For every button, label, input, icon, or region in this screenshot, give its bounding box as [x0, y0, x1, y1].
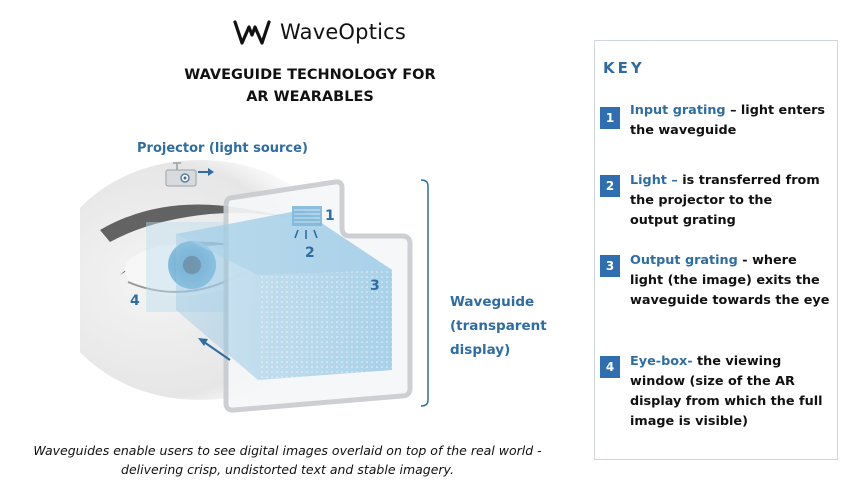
waveguide-label-line-1: Waveguide	[450, 294, 535, 310]
waveguide-label-line-3: display)	[450, 342, 511, 358]
key-badge-1: 1	[600, 107, 620, 129]
marker-3: 3	[370, 278, 380, 294]
waveoptics-logo: WaveOptics	[232, 14, 406, 50]
title-line-1: WAVEGUIDE TECHNOLOGY FOR	[184, 67, 436, 83]
key-term-2: Light –	[630, 173, 678, 188]
brand-name: WaveOptics	[280, 20, 407, 44]
input-grating	[292, 206, 322, 226]
key-badge-2: 2	[600, 175, 620, 197]
waveguide-bracket	[420, 179, 429, 407]
waveguide-diagram: Projector (light source) 1 2 3 4 Wavegui…	[80, 110, 560, 430]
key-term-3: Output grating	[630, 253, 738, 268]
projector-label: Projector (light source)	[137, 141, 308, 156]
title-line-2: AR WEARABLES	[246, 89, 374, 105]
light-slab-texture	[258, 270, 392, 380]
waveguide-label: Waveguide (transparent display)	[450, 290, 547, 362]
key-badge-4: 4	[600, 356, 620, 378]
waveguide-label-line-2: (transparent	[450, 318, 547, 334]
key-term-1: Input grating	[630, 103, 726, 118]
light-slab-top	[176, 210, 392, 275]
eyebrow	[100, 204, 305, 242]
page-title: WAVEGUIDE TECHNOLOGY FOR AR WEARABLES	[150, 64, 470, 108]
caption-line-1: Waveguides enable users to see digital i…	[33, 443, 542, 458]
caption-line-2: delivering crisp, undistorted text and s…	[121, 462, 454, 477]
waveoptics-w-logo-icon	[233, 20, 271, 45]
marker-4: 4	[130, 293, 140, 309]
caption: Waveguides enable users to see digital i…	[0, 441, 575, 479]
eye-direction-arrow	[203, 341, 231, 361]
grating-arrows	[294, 229, 318, 239]
key-badge-3: 3	[600, 255, 620, 277]
projector-icon	[165, 162, 197, 187]
marker-2: 2	[305, 245, 315, 261]
waveguide-illustration	[80, 160, 429, 413]
marker-1: 1	[325, 208, 335, 224]
key-term-4: Eye-box-	[630, 354, 693, 369]
key-title: KEY	[603, 59, 645, 77]
key-panel: KEY 1 Input grating – light enters the w…	[594, 40, 838, 460]
